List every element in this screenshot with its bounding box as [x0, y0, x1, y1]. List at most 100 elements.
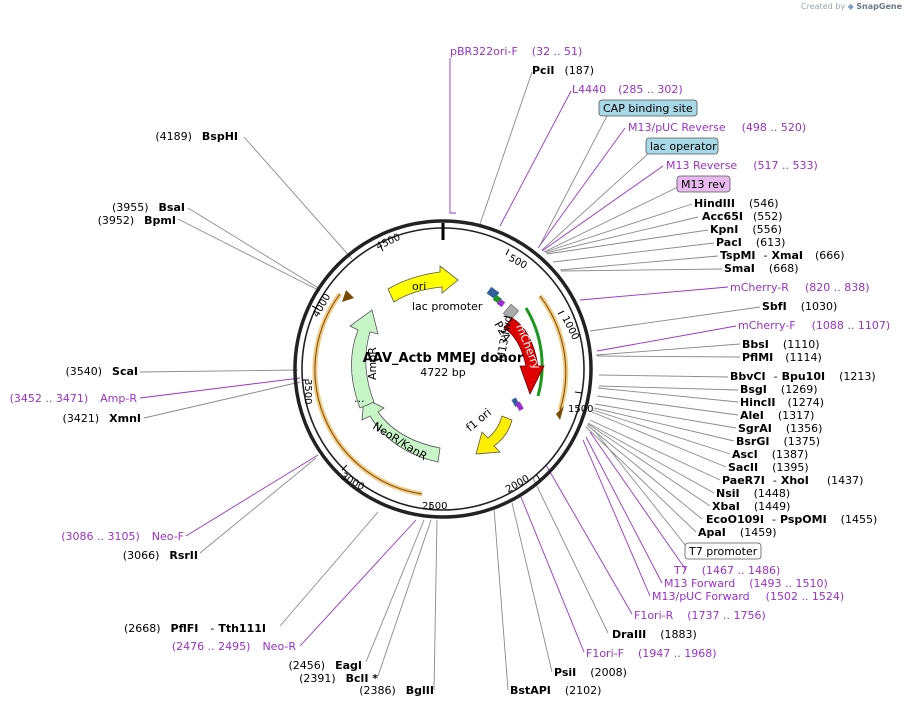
- tick-3000: 3000: [339, 471, 367, 493]
- lacop-box: [645, 137, 719, 155]
- leader-xbai: [587, 423, 711, 507]
- leader-bstapi: [493, 507, 509, 691]
- leader-lines: [139, 58, 761, 691]
- leader-pflfi: [279, 511, 379, 627]
- leader-amp-r: [139, 377, 301, 399]
- leader-alei: [596, 395, 739, 416]
- label-bsphi: (4189)BspHI: [155, 130, 238, 143]
- leader-acc65i: [545, 216, 699, 254]
- leader-eagi: [365, 519, 425, 663]
- feature-boxes: CAP binding site lac operator M13 rev T7…: [598, 99, 762, 560]
- leader-neo-f: [185, 454, 319, 537]
- label-nsii: NsiI(1448): [716, 487, 790, 500]
- label-pbr322ori-f: pBR322ori-F(32 .. 51): [450, 45, 582, 58]
- leader-pbr322ori-f: [449, 58, 456, 214]
- leader-tspmi: [559, 255, 719, 271]
- m13rev-box: [676, 175, 731, 193]
- label-amp-r: (3452 .. 3471)Amp-R: [10, 392, 138, 405]
- label-xbai: XbaI(1449): [712, 500, 790, 513]
- tick-2500: 2500: [422, 501, 447, 512]
- leader-t7: [589, 431, 687, 571]
- lacop-box-label: lac operator: [650, 140, 717, 153]
- orange-arc-left-core: [314, 293, 423, 495]
- leader-l4440: [499, 90, 572, 227]
- label-scai: (3540)ScaI: [65, 365, 138, 378]
- leader-xmni: [143, 381, 301, 419]
- credit-prefix: Created by: [801, 2, 846, 11]
- label-mcherry-f: mCherry-F(1088 .. 1107): [738, 319, 890, 332]
- cap-box: [598, 99, 698, 117]
- leader-paci: [552, 242, 715, 263]
- t7prom-box-label: T7 promoter: [688, 545, 758, 558]
- label-sgrai: SgrAI(1356): [738, 422, 822, 435]
- leader-m13puc-rev: [537, 127, 626, 249]
- leader-neo-r: [299, 519, 417, 647]
- leader-smai: [560, 268, 723, 272]
- leader-bsgi: [598, 385, 739, 391]
- p2a-box: [502, 303, 520, 321]
- leader-m13-reverse: [541, 165, 664, 252]
- ampr-arrow: [349, 309, 379, 409]
- label-l4440: L4440(285 .. 302): [572, 83, 683, 96]
- credit-brand: SnapGene: [856, 2, 902, 11]
- f1-ori-arrow: [475, 415, 513, 455]
- leader-pcii: [479, 71, 533, 225]
- leader-hindiii: [544, 203, 693, 253]
- leader-bpmi: [177, 218, 321, 292]
- label-bsrgi: BsrGI(1375): [736, 435, 820, 448]
- label-bsgi: BsgI(1269): [740, 383, 817, 396]
- label-m13-reverse: M13 Reverse(517 .. 533): [666, 159, 818, 172]
- orange-arc-right-core: [539, 295, 567, 411]
- cap-box-label: CAP binding site: [603, 102, 693, 115]
- label-paer7i: PaeR7I-XhoI(1437): [722, 474, 863, 487]
- leader-m13puc-fwd: [582, 439, 651, 597]
- label-neo-f: (3086 .. 3105)Neo-F: [61, 530, 184, 543]
- label-xmni: (3421)XmnI: [63, 412, 141, 425]
- ori-arrow: [387, 265, 459, 303]
- leader-bsai: [187, 207, 321, 290]
- label-hincii: HincII(1274): [740, 396, 824, 409]
- label-acc65i: Acc65I(552): [702, 210, 783, 223]
- leader-scai: [139, 369, 299, 373]
- leader-paer7i: [589, 419, 721, 481]
- m13rev-box-label: M13 rev: [681, 178, 726, 191]
- snapgene-logo-icon: ◆: [847, 2, 854, 11]
- label-m13puc-rev: M13/pUC Reverse(498 .. 520): [628, 121, 806, 134]
- mcherry-arrow: [503, 317, 545, 396]
- leader-draiii: [532, 477, 609, 634]
- ori-label: ori: [412, 280, 426, 293]
- orange-arrowhead-left: [342, 290, 354, 302]
- annotation-arcs: [312, 290, 569, 497]
- label-bglii: (2386)BglII: [359, 684, 434, 697]
- leader-bbvci: [598, 374, 729, 378]
- leader-bcli: [377, 519, 432, 677]
- label-bstapi: BstAPI(2102): [510, 684, 601, 697]
- label-bpmi: (3952)BpmI: [98, 214, 176, 227]
- label-draiii: DraIII(1883): [612, 628, 697, 641]
- leader-hincii: [597, 387, 739, 403]
- label-alei: AleI(1317): [740, 409, 814, 422]
- leader-eco0109i: [586, 424, 703, 520]
- label-m13-forward: M13 Forward(1493 .. 1510): [664, 577, 828, 590]
- plasmid-size: 4722 bp: [420, 366, 465, 379]
- label-pflfi: (2668)PflFI-Tth111I: [124, 622, 266, 635]
- tick-1500-visible: 1500: [568, 404, 593, 415]
- leader-bbsi: [595, 343, 741, 356]
- plasmid-title: AAV_Actb MMEJ donor 4722 bp: [363, 351, 524, 379]
- tick-500: 500: [507, 253, 529, 272]
- t7prom-box: [684, 542, 762, 560]
- leader-lacop-box: [541, 151, 651, 251]
- f1-ori-label: f1 ori: [464, 406, 494, 434]
- label-kpni: KpnI(556): [710, 223, 782, 236]
- label-sacii: SacII(1395): [728, 461, 809, 474]
- leader-kpni: [546, 229, 709, 255]
- label-hindiii: HindIII(546): [694, 197, 779, 210]
- label-apai: ApaI(1459): [698, 526, 776, 539]
- label-t7: T7(1467 .. 1486): [673, 564, 780, 577]
- leader-f1ori-f: [520, 496, 585, 653]
- label-sbfi: SbfI(1030): [762, 300, 837, 313]
- label-tspmi: TspMI-XmaI(666): [720, 249, 845, 262]
- leader-bglii: [433, 519, 438, 691]
- leader-m13rev-box: [543, 185, 681, 253]
